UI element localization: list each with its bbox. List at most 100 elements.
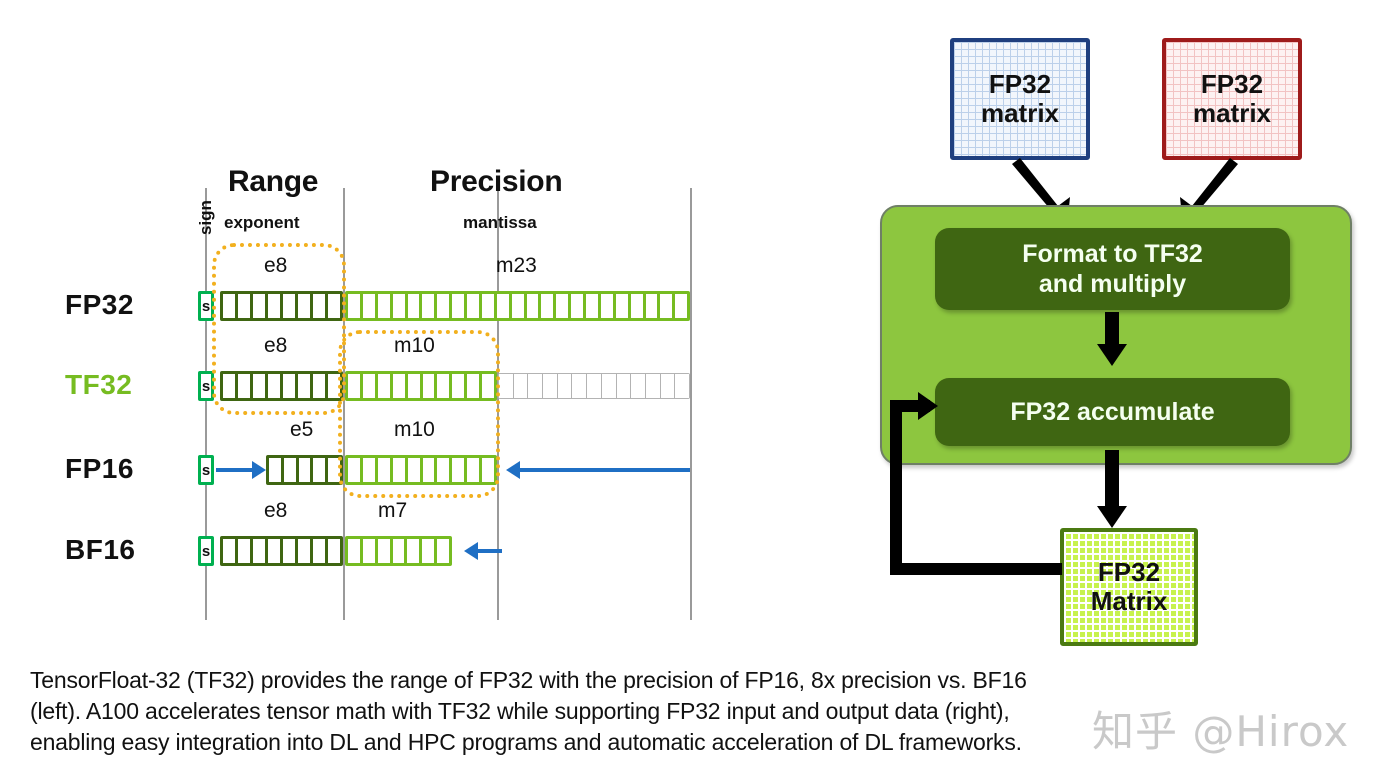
output-matrix-line1: FP32 xyxy=(1097,556,1161,587)
bit-cell xyxy=(377,294,393,318)
input-matrix-left-line1: FP32 xyxy=(988,68,1052,99)
row-label-bf16: BF16 xyxy=(65,534,136,565)
bit-cell xyxy=(407,374,423,398)
bit-cell xyxy=(392,374,408,398)
exponent-bits-tf32 xyxy=(220,371,343,401)
row-label-fp32: FP32 xyxy=(65,289,134,320)
bit-cell xyxy=(526,294,542,318)
bit-cell xyxy=(511,294,527,318)
exponent-note-bf16: e8 xyxy=(264,499,288,522)
bit-cell xyxy=(407,458,423,482)
bit-cell xyxy=(437,539,450,563)
input-matrix-left: FP32 matrix xyxy=(950,38,1090,160)
bit-cell xyxy=(452,458,468,482)
stage-fp32-accumulate: FP32 accumulate xyxy=(935,378,1290,446)
mantissa-bits-fp32 xyxy=(345,291,690,321)
exponent-bits-bf16 xyxy=(220,536,343,566)
exponent-note-fp32: e8 xyxy=(264,254,288,277)
fp16-right-arrow-line xyxy=(520,468,690,472)
gridline-right-edge xyxy=(690,188,692,620)
mantissa-bits-tf32 xyxy=(345,371,497,401)
sign-bit-tf32: s xyxy=(198,371,214,401)
bit-cell xyxy=(268,539,283,563)
bit-cell xyxy=(223,374,238,398)
feedback-line-horizontal-bottom xyxy=(890,563,1062,575)
row-label-fp16: FP16 xyxy=(65,453,134,484)
bit-cell xyxy=(268,374,283,398)
stage-format-multiply-line1: Format to TF32 xyxy=(1022,240,1203,268)
exponent-bits-fp32 xyxy=(220,291,343,321)
bit-cell xyxy=(422,458,438,482)
unused-bit-cell xyxy=(543,374,558,398)
bit-cell xyxy=(437,374,453,398)
bit-cell xyxy=(313,539,328,563)
output-connector-arrow-icon xyxy=(1097,506,1127,528)
bit-cell xyxy=(362,539,378,563)
unused-bits-tf32 xyxy=(498,373,690,399)
bit-cell xyxy=(452,374,468,398)
output-matrix: FP32 Matrix xyxy=(1060,528,1198,646)
mantissa-note-tf32: m10 xyxy=(394,334,435,357)
bit-cell xyxy=(328,539,340,563)
gridline-mantissa-mid xyxy=(497,188,499,620)
mantissa-note-fp32: m23 xyxy=(496,254,537,277)
tf32-dataflow-diagram: FP32 matrix FP32 matrix Format to TF32 a… xyxy=(860,20,1380,650)
bit-cell xyxy=(298,458,314,482)
bit-cell xyxy=(407,294,423,318)
bit-cell xyxy=(482,458,495,482)
precision-column-title: Precision xyxy=(430,165,563,198)
mantissa-column-label: mantissa xyxy=(463,213,537,232)
bit-cell xyxy=(298,539,313,563)
bit-cell xyxy=(422,294,438,318)
bit-cell xyxy=(377,539,393,563)
bit-cell xyxy=(422,374,438,398)
bit-cell xyxy=(392,294,408,318)
bit-cell xyxy=(392,458,408,482)
bf16-arrow-line xyxy=(478,549,502,553)
bit-cell xyxy=(283,374,298,398)
output-matrix-line2: Matrix xyxy=(1090,586,1168,616)
bit-cell xyxy=(675,294,688,318)
unused-bit-cell xyxy=(645,374,661,398)
bit-cell xyxy=(660,294,676,318)
bit-cell xyxy=(348,458,363,482)
unused-bit-cell xyxy=(601,374,617,398)
bit-cell xyxy=(328,458,340,482)
unused-bit-cell xyxy=(557,374,573,398)
mantissa-note-bf16: m7 xyxy=(378,499,408,522)
unused-bit-cell xyxy=(660,374,676,398)
bit-cell xyxy=(269,458,284,482)
bit-cell xyxy=(253,294,268,318)
mantissa-bits-bf16 xyxy=(345,536,452,566)
bit-cell xyxy=(223,294,238,318)
bit-cell xyxy=(283,294,298,318)
bit-cell xyxy=(313,374,328,398)
bit-cell xyxy=(452,294,467,318)
bit-cell xyxy=(571,294,586,318)
bit-cell xyxy=(482,374,495,398)
bit-cell xyxy=(407,539,423,563)
bit-cell xyxy=(283,539,298,563)
bit-cell xyxy=(313,294,328,318)
input-matrix-right-line1: FP32 xyxy=(1200,68,1264,99)
bit-cell xyxy=(496,294,512,318)
bit-cell xyxy=(600,294,616,318)
exponent-column-label: exponent xyxy=(224,213,300,232)
bit-cell xyxy=(268,294,283,318)
bit-cell xyxy=(348,374,363,398)
bit-cell xyxy=(467,374,483,398)
bit-cell xyxy=(328,294,340,318)
bit-cell xyxy=(437,294,453,318)
bit-cell xyxy=(541,294,557,318)
unused-bit-cell xyxy=(499,374,514,398)
bit-cell xyxy=(298,374,313,398)
unused-bit-cell xyxy=(675,374,689,398)
bit-cell xyxy=(615,294,631,318)
bit-cell xyxy=(283,458,299,482)
exponent-note-tf32: e8 xyxy=(264,334,288,357)
sign-bit-bf16: s xyxy=(198,536,214,566)
input-matrix-right-line2: matrix xyxy=(1192,98,1272,128)
caption-line-3: enabling easy integration into DL and HP… xyxy=(30,729,1022,756)
feedback-line-vertical xyxy=(890,400,902,570)
unused-bit-cell xyxy=(513,374,529,398)
